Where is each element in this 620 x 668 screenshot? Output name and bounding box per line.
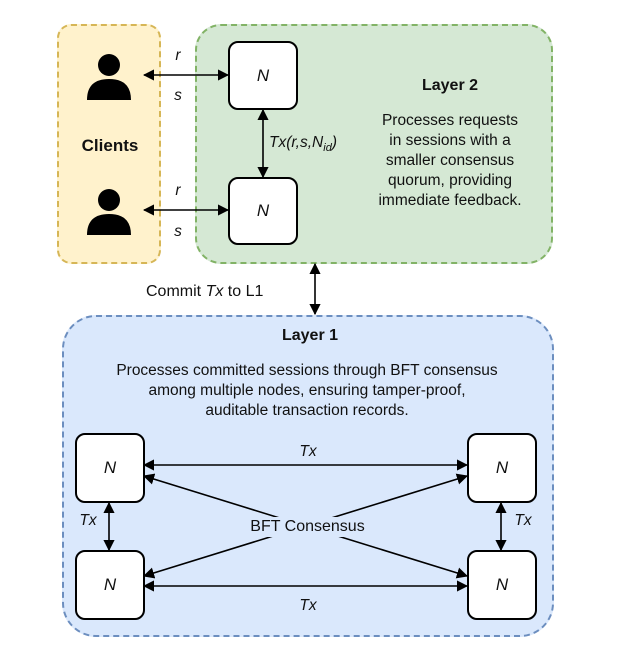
commit-label: Commit Tx to L1 xyxy=(146,283,264,300)
request-label: r xyxy=(175,182,181,199)
layer2-title: Layer 2 xyxy=(421,77,479,94)
layer1-node: N xyxy=(467,433,537,503)
response-label: s xyxy=(174,223,182,240)
client-person-icon xyxy=(87,189,131,235)
clients-label: Clients xyxy=(81,136,139,155)
layer2-description: Processes requests in sessions with a sm… xyxy=(378,112,522,209)
tx-label: Tx xyxy=(514,512,532,529)
layer1-node: N xyxy=(75,433,145,503)
response-label: s xyxy=(174,87,182,104)
layer2-node: N xyxy=(228,177,298,245)
client-person-icon xyxy=(87,54,131,100)
tx-label: Tx xyxy=(79,512,97,529)
tx-label: Tx xyxy=(299,597,317,614)
tx-label: Tx xyxy=(299,443,317,460)
request-label: r xyxy=(175,47,181,64)
layer1-title: Layer 1 xyxy=(281,327,339,344)
layer1-node: N xyxy=(467,550,537,620)
layer2-node: N xyxy=(228,41,298,110)
layer1-node: N xyxy=(75,550,145,620)
bft-consensus-label: BFT Consensus xyxy=(225,517,390,537)
l2-tx-label: Tx(r,s,Nid) xyxy=(269,134,337,155)
layer1-description: Processes committed sessions through BFT… xyxy=(116,362,498,419)
